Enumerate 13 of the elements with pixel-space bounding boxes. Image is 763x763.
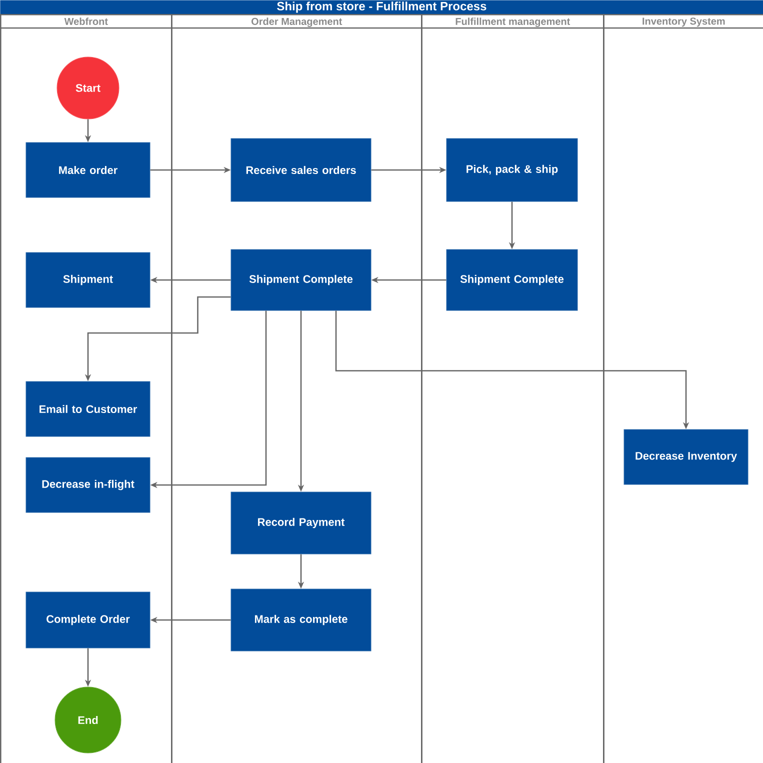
process-box: Make order (26, 142, 150, 198)
process-box: Complete Order (26, 592, 150, 648)
process-box: Decrease in-flight (26, 457, 150, 513)
process-box: Mark as complete (230, 588, 372, 652)
process-box: Decrease Inventory (624, 429, 748, 485)
process-box: Email to Customer (26, 381, 150, 437)
process-box: Pick, pack & ship (446, 138, 578, 202)
process-box: Receive sales orders (230, 138, 372, 202)
process-box: Shipment Complete (230, 249, 372, 311)
process-box: Shipment (26, 252, 150, 308)
title-bar: Ship from store - Fulfillment Process (0, 0, 763, 14)
process-box: Shipment Complete (446, 249, 578, 311)
process-box: Record Payment (230, 492, 372, 554)
